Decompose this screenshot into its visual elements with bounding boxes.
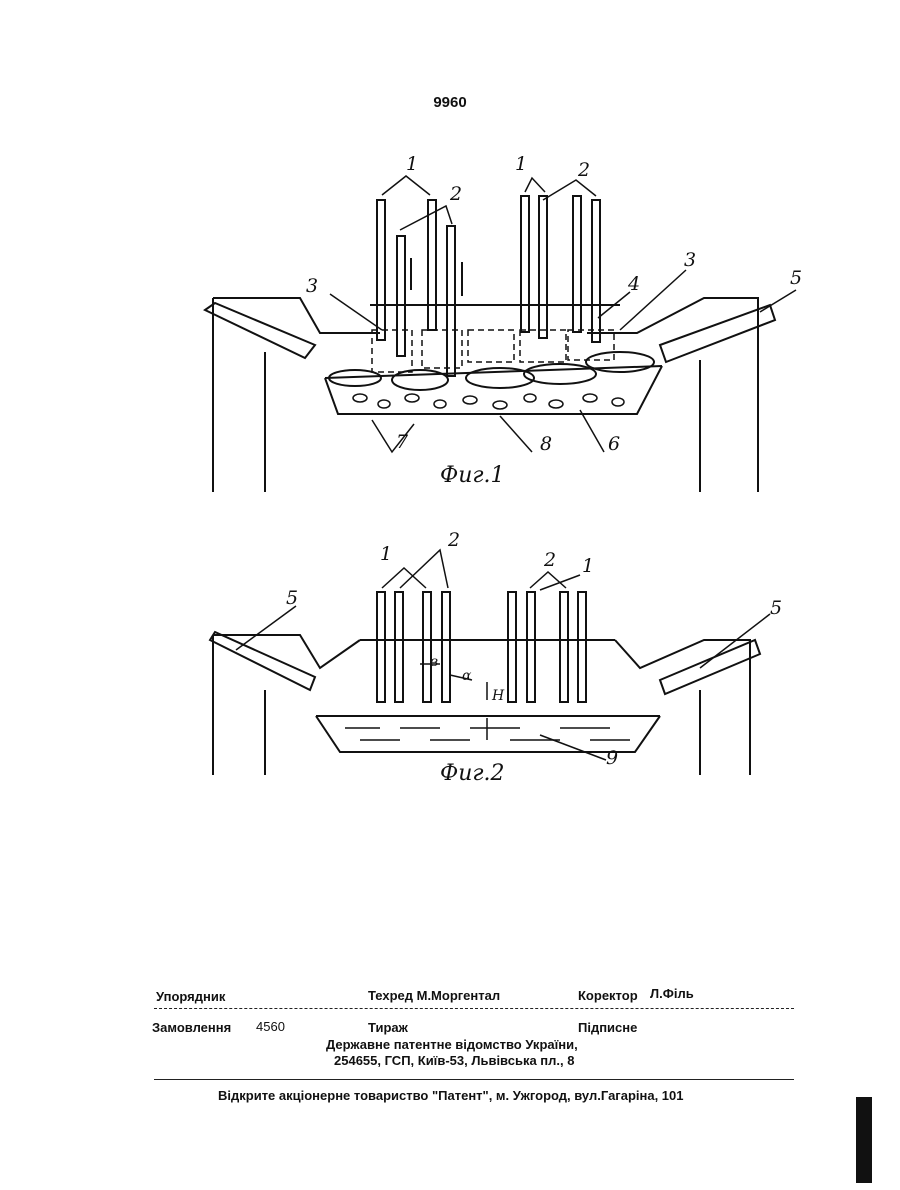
office-line-2: 254655, ГСП, Київ-53, Львівська пл., 8 <box>334 1053 574 1068</box>
figure-2-caption: Фиг.2 <box>440 761 505 786</box>
circulation-label: Тираж <box>368 1020 408 1035</box>
fig1-label-3a: 3 <box>306 275 318 297</box>
fig1-label-2b: 2 <box>577 159 590 181</box>
fig2-label-1b: 1 <box>582 555 594 577</box>
office-line-1: Державне патентне відомство України, <box>326 1037 578 1052</box>
fig1-label-6: 6 <box>608 433 620 455</box>
fig1-label-3b: 3 <box>684 249 696 271</box>
order-label: Замовлення <box>152 1020 231 1035</box>
footer-divider-top <box>154 1008 794 1009</box>
fig1-label-7: 7 <box>396 431 409 453</box>
fig2-dim-h: H <box>491 688 505 704</box>
figure-1-caption: Фиг.1 <box>440 463 505 488</box>
fig2-label-9: 9 <box>606 747 618 769</box>
compiler-label: Упорядник <box>156 989 225 1004</box>
publisher-line: Відкрите акціонерне товариство "Патент",… <box>218 1088 684 1103</box>
fig2-label-2b: 2 <box>543 549 556 571</box>
fig1-label-4: 4 <box>627 273 640 295</box>
fig2-dim-alpha: α <box>462 668 472 684</box>
fig2-label-5a: 5 <box>286 587 298 609</box>
footer-divider-bottom <box>154 1079 794 1080</box>
corrector-label: Коректор <box>578 988 638 1003</box>
signed-label: Підписне <box>578 1020 637 1035</box>
fig1-label-5: 5 <box>790 267 802 289</box>
tech-editor: Техред М.Моргентал <box>368 988 500 1003</box>
fig1-label-2a: 2 <box>449 183 462 205</box>
fig2-label-2a: 2 <box>447 529 460 551</box>
fig1-label-8: 8 <box>540 433 552 455</box>
fig2-dim-b: в <box>430 654 438 670</box>
corrector-name: Л.Філь <box>650 986 694 1001</box>
fig2-label-1a: 1 <box>380 543 392 565</box>
fig1-label-1b: 1 <box>515 153 527 175</box>
fig1-label-1a: 1 <box>406 153 418 175</box>
fig2-label-5b: 5 <box>770 597 782 619</box>
order-number: 4560 <box>256 1019 285 1034</box>
